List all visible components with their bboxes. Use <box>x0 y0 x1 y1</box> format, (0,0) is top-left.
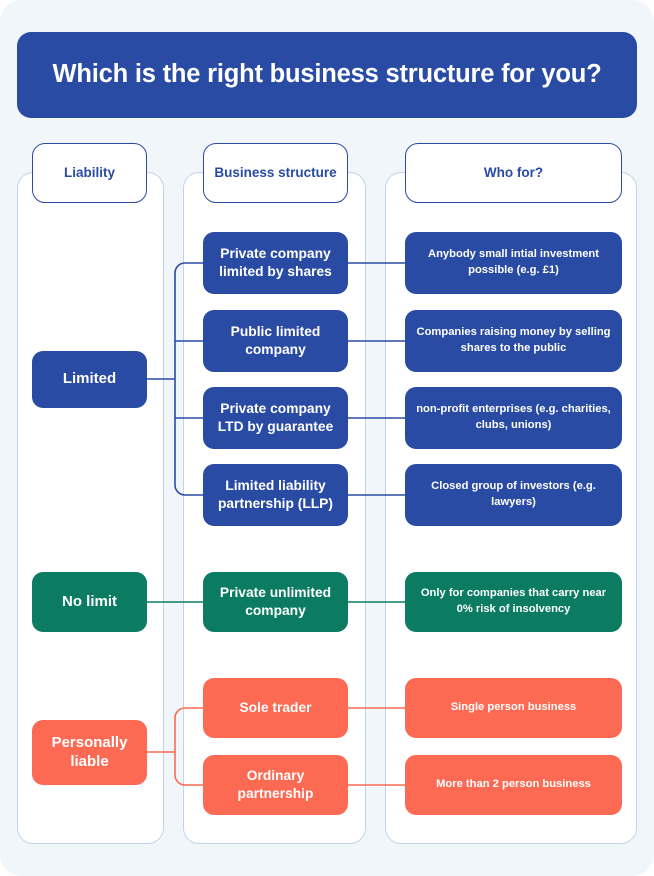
structure-node-private-company-ltd-by-guarantee[interactable]: Private company LTD by guarantee <box>203 387 348 449</box>
liability-node-no-limit[interactable]: No limit <box>32 572 147 632</box>
structure-node-ordinary-partnership[interactable]: Ordinary partnership <box>203 755 348 815</box>
structure-node-sole-trader[interactable]: Sole trader <box>203 678 348 738</box>
column-header-structure: Business structure <box>203 143 348 203</box>
whofor-node-private-company-limited-by-shares[interactable]: Anybody small intial investment possible… <box>405 232 622 294</box>
whofor-node-limited-liability-partnership[interactable]: Closed group of investors (e.g. lawyers) <box>405 464 622 526</box>
structure-node-private-unlimited-company[interactable]: Private unlimited company <box>203 572 348 632</box>
whofor-node-sole-trader[interactable]: Single person business <box>405 678 622 738</box>
column-header-whofor: Who for? <box>405 143 622 203</box>
structure-node-public-limited-company[interactable]: Public limited company <box>203 310 348 372</box>
page-title: Which is the right business structure fo… <box>52 60 602 89</box>
whofor-node-public-limited-company[interactable]: Companies raising money by selling share… <box>405 310 622 372</box>
whofor-node-private-unlimited-company[interactable]: Only for companies that carry near 0% ri… <box>405 572 622 632</box>
column-header-liability: Liability <box>32 143 147 203</box>
liability-node-personally-liable[interactable]: Personally liable <box>32 720 147 785</box>
structure-node-limited-liability-partnership[interactable]: Limited liability partnership (LLP) <box>203 464 348 526</box>
structure-node-private-company-limited-by-shares[interactable]: Private company limited by shares <box>203 232 348 294</box>
page-title-banner: Which is the right business structure fo… <box>17 32 637 118</box>
whofor-node-ordinary-partnership[interactable]: More than 2 person business <box>405 755 622 815</box>
whofor-node-private-company-ltd-by-guarantee[interactable]: non-profit enterprises (e.g. charities, … <box>405 387 622 449</box>
liability-node-limited[interactable]: Limited <box>32 351 147 408</box>
